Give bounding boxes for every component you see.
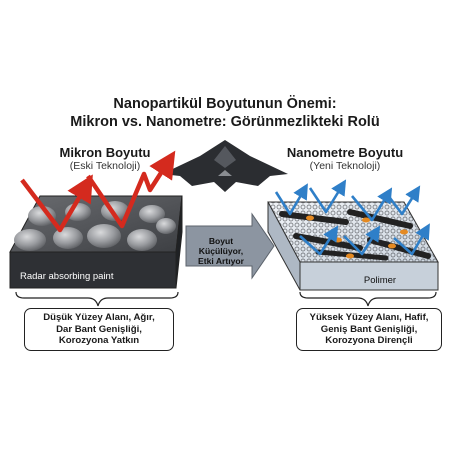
micron-particles [14, 201, 176, 251]
arrow-text-line-1: Boyut Küçülüyor, [198, 236, 244, 256]
right-brace [299, 291, 437, 307]
left-material-label: Radar absorbing paint [20, 271, 114, 282]
right-caption-line-2: Geniş Bant Genişliği, [320, 323, 418, 335]
absorbed-radar-waves [274, 179, 430, 256]
right-caption-line-1: Yüksek Yüzey Alanı, Hafif, [309, 312, 429, 323]
right-material-label: Polimer [363, 275, 397, 286]
left-caption-line-2: Dar Bant Genişliği, [56, 323, 142, 335]
title-line-1: Nanopartikül Boyutunun Önemi: [113, 96, 337, 112]
right-caption-line-3: Korozyona Dirençli [325, 335, 413, 346]
arrow-text-line-2: Etki Artıyor [197, 256, 244, 266]
right-subheading: (Yeni Teknoloji) [309, 160, 381, 172]
left-subheading: (Eski Teknoloji) [69, 160, 141, 172]
title-line-2: Mikron vs. Nanometre: Görünmezlikteki Ro… [70, 114, 380, 130]
stealth-aircraft-icon [162, 140, 288, 192]
right-heading: Nanometre Boyutu [286, 145, 404, 160]
left-caption-line-1: Düşük Yüzey Alanı, Ağır, [43, 312, 155, 323]
size-reduction-text: Boyut Küçülüyor, Etki Artıyor [186, 236, 256, 266]
left-brace [15, 291, 179, 307]
right-caption-box: Yüksek Yüzey Alanı, Hafif, Geniş Bant Ge… [296, 308, 442, 351]
reflected-radar-waves [20, 150, 176, 233]
left-caption-line-3: Korozyona Yatkın [58, 335, 140, 346]
left-heading: Mikron Boyutu [59, 145, 151, 160]
nanoparticle-accents [306, 215, 408, 259]
size-reduction-arrow [185, 212, 275, 280]
left-caption-box: Düşük Yüzey Alanı, Ağır, Dar Bant Genişl… [24, 308, 174, 351]
radar-absorbing-paint-block [9, 195, 183, 289]
